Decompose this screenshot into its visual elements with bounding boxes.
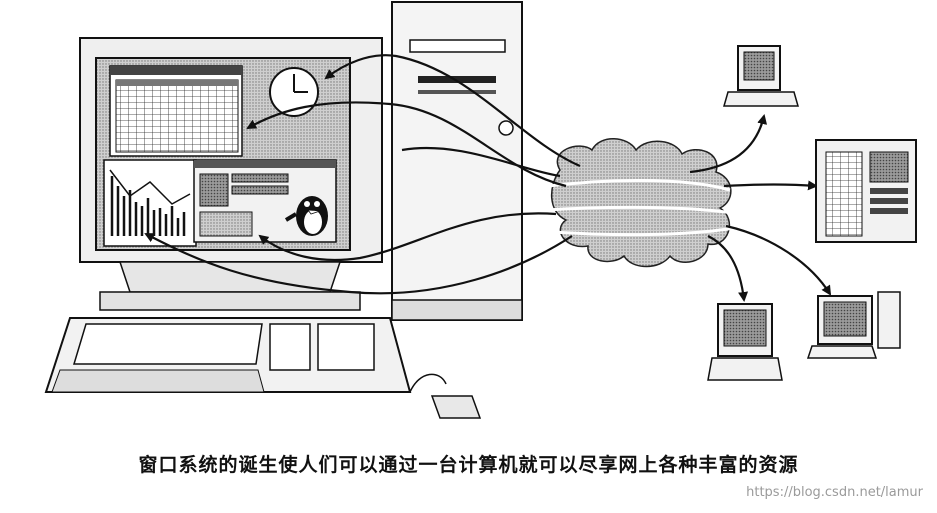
arrow-to-right-terminal bbox=[725, 224, 832, 296]
watermark: https://blog.csdn.net/lamur bbox=[746, 485, 923, 500]
data-flow-arrows bbox=[144, 54, 832, 302]
terminal-top bbox=[723, 45, 799, 107]
arrow-to-clock bbox=[324, 54, 581, 168]
arrow-to-server bbox=[723, 180, 818, 191]
keyboard bbox=[44, 317, 412, 393]
clock-icon bbox=[269, 67, 319, 117]
server-rack bbox=[815, 139, 917, 243]
arrow-to-app-window bbox=[258, 212, 557, 261]
mouse bbox=[409, 373, 482, 419]
network-cloud bbox=[545, 138, 741, 268]
terminal-right bbox=[806, 291, 901, 359]
arrow-to-bottom-terminal bbox=[707, 235, 749, 302]
arrow-to-chart bbox=[144, 233, 573, 295]
penguin-icon bbox=[284, 196, 328, 236]
arrow-to-top-terminal bbox=[689, 114, 768, 174]
line-chart-window bbox=[103, 159, 197, 247]
caption: 窗口系统的诞生使人们可以通过一台计算机就可以尽享网上各种丰富的资源 bbox=[138, 454, 799, 476]
spreadsheet-window bbox=[109, 65, 243, 157]
arrow-from-tower bbox=[401, 146, 561, 178]
terminal-bottom bbox=[707, 303, 783, 381]
app-window-with-mascot bbox=[193, 159, 337, 243]
